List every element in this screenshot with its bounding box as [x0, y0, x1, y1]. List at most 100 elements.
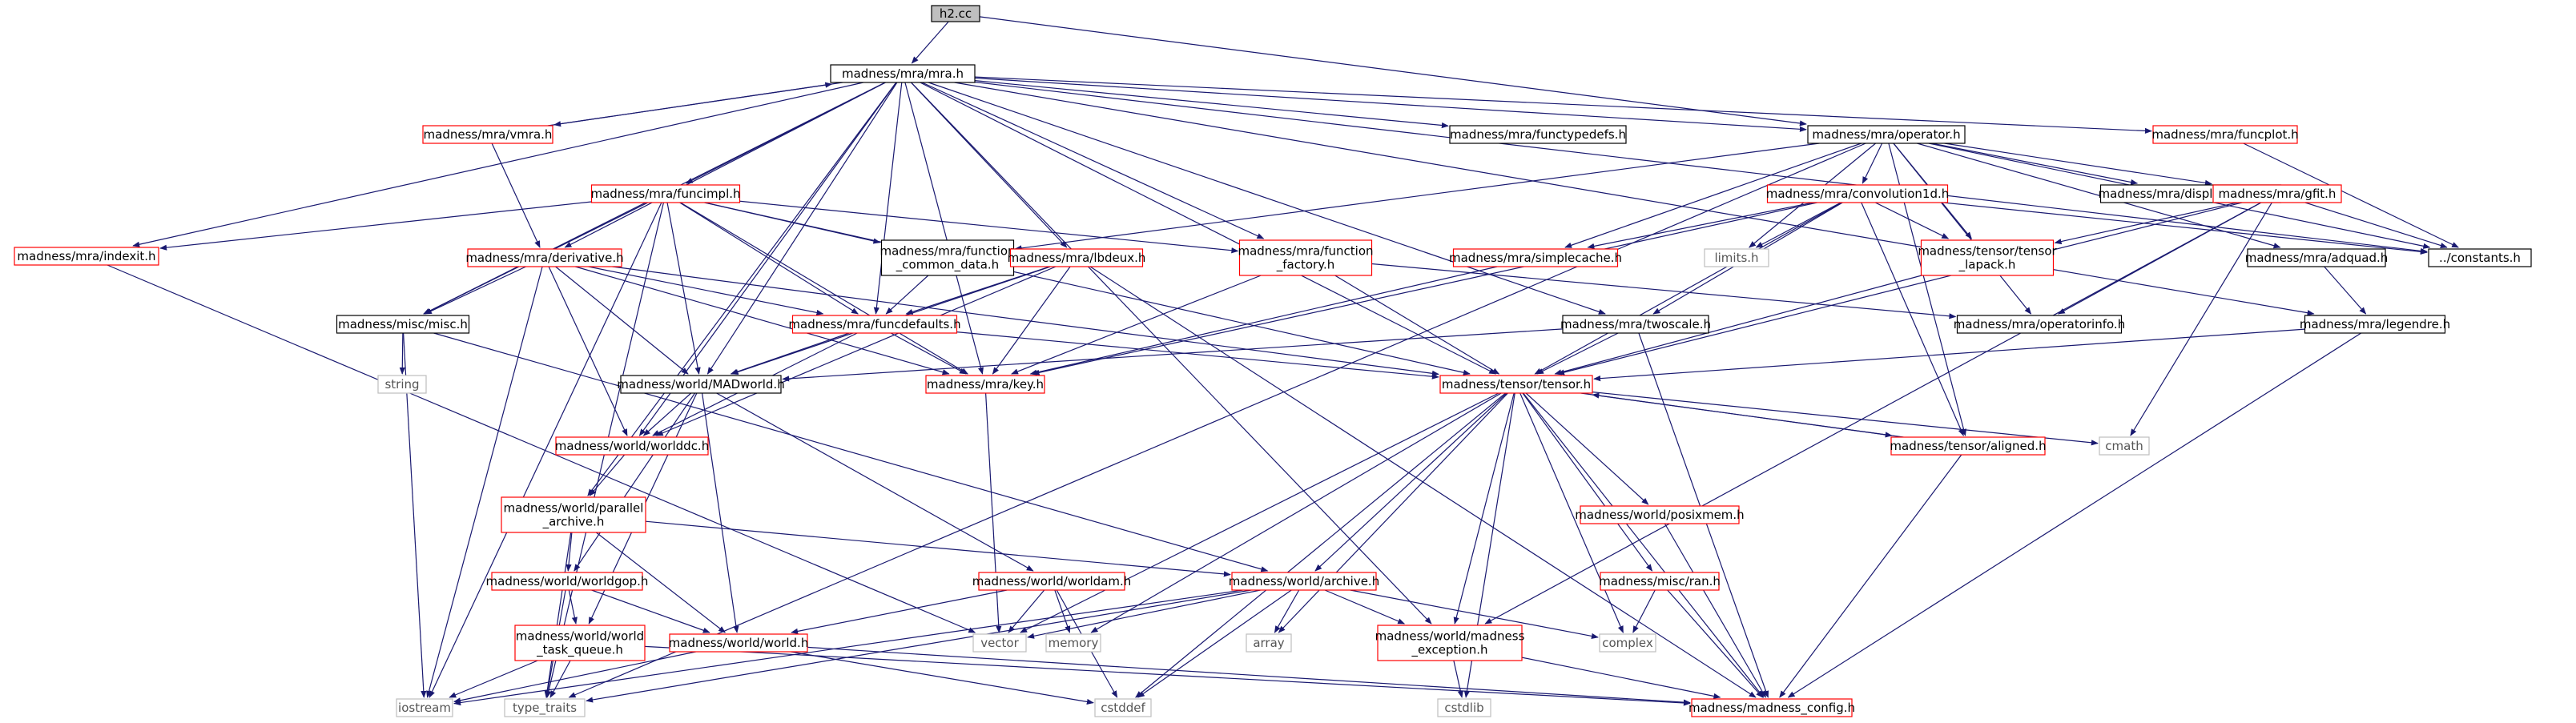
edge-indexit-to-vector [107, 264, 976, 633]
node-label-complex: complex [1602, 636, 1653, 650]
node-twoscale[interactable]: madness/mra/twoscale.h [1560, 315, 1711, 334]
node-gfit[interactable]: madness/mra/gfit.h [2212, 184, 2342, 203]
node-derivative[interactable]: madness/mra/derivative.h [465, 248, 624, 267]
node-misc[interactable]: madness/misc/misc.h [336, 315, 470, 334]
edge-wtq-to-mconfig [644, 645, 1691, 706]
node-box-madworld [620, 375, 782, 394]
node-box-ran [1600, 572, 1720, 591]
node-convolution[interactable]: madness/mra/convolution1d.h [1766, 184, 1950, 203]
node-label-wtq: madness/world/world_task_queue.h [516, 629, 644, 658]
edge-funcdefaults-to-tensor [956, 331, 1439, 380]
edge-derivative-to-key [575, 266, 950, 376]
node-label-cstdlib: cstdlib [1444, 701, 1483, 715]
node-tlapack[interactable]: madness/tensor/tensor_lapack.h [1918, 239, 2058, 276]
edge-archive-to-iostream [453, 589, 1243, 706]
edge-aligned-to-mconfig [1779, 454, 1962, 698]
node-box-operator [1807, 125, 1966, 144]
edge-ran-to-complex [1632, 589, 1656, 633]
node-box-h2 [931, 5, 980, 22]
node-lbdeux[interactable]: madness/mra/lbdeux.h [1008, 248, 1146, 267]
node-aligned[interactable]: madness/tensor/aligned.h [1890, 436, 2047, 456]
node-cmath: cmath [2099, 436, 2150, 456]
node-mra[interactable]: madness/mra/mra.h [830, 64, 976, 83]
edge-derivative-to-misc [424, 266, 526, 315]
node-label-tlapack: madness/tensor/tensor_lapack.h [1918, 244, 2057, 273]
node-label-indexit: madness/mra/indexit.h [17, 249, 155, 263]
node-archive[interactable]: madness/world/archive.h [1229, 572, 1379, 591]
node-world[interactable]: madness/world/world.h [669, 633, 809, 653]
node-label-iostream: iostream [398, 701, 451, 715]
edge-posixmem-to-mconfig [1664, 523, 1766, 698]
edge-mra-to-constants [974, 81, 2428, 254]
node-label-convolution: madness/mra/convolution1d.h [1766, 187, 1950, 201]
node-label-functypedefs: madness/mra/functypedefs.h [1450, 127, 1626, 142]
edge-operator-to-convolution [1862, 143, 1883, 184]
node-funcplot[interactable]: madness/mra/funcplot.h [2151, 125, 2299, 144]
node-label-tensor: madness/tensor/tensor.h [1442, 377, 1591, 392]
node-functypedefs[interactable]: madness/mra/functypedefs.h [1449, 125, 1627, 144]
node-legendre[interactable]: madness/mra/legendre.h [2300, 315, 2450, 334]
edge-legendre-to-tensor [1593, 328, 2305, 382]
edge-archive-to-cstddef [1137, 589, 1292, 698]
node-vmra[interactable]: madness/mra/vmra.h [422, 125, 553, 144]
edge-derivative-to-madworld [555, 266, 689, 375]
node-wtq[interactable]: madness/world/world_task_queue.h [514, 625, 646, 661]
node-operator[interactable]: madness/mra/operator.h [1807, 125, 1966, 144]
edge-misc-to-archive [433, 332, 1269, 572]
edge-vmra-to-mra [547, 82, 833, 127]
node-box-cstddef [1094, 698, 1152, 717]
edge-convolution-to-tensor [1534, 202, 1842, 375]
edge-twoscale-to-madworld [782, 328, 1564, 382]
node-box-gfit [2212, 184, 2342, 203]
node-box-key [925, 375, 1045, 394]
node-tensor[interactable]: madness/tensor/tensor.h [1439, 375, 1593, 394]
edge-world-to-mconfig [807, 646, 1691, 705]
node-label-funcplot: madness/mra/funcplot.h [2151, 127, 2298, 142]
edge-operator-to-gfit [1944, 143, 2212, 186]
edge-mra-to-funcdefaults [873, 82, 903, 315]
node-h2[interactable]: h2.cc [931, 5, 980, 22]
edge-archive-to-array [1274, 589, 1300, 633]
edges-layer [107, 16, 2459, 706]
edge-misc-to-iostream [403, 332, 427, 698]
node-funcimpl[interactable]: madness/mra/funcimpl.h [590, 184, 741, 203]
node-simplecache[interactable]: madness/mra/simplecache.h [1449, 248, 1622, 267]
edge-archive-to-vector [1027, 589, 1261, 639]
node-fcd[interactable]: madness/mra/function_common_data.h [879, 239, 1016, 276]
node-funcdefaults[interactable]: madness/mra/funcdefaults.h [788, 315, 961, 334]
node-adquad[interactable]: madness/mra/adquad.h [2245, 248, 2389, 267]
edge-parallel-to-world [595, 532, 726, 633]
node-mexc[interactable]: madness/world/madness_exception.h [1375, 625, 1525, 661]
node-parallel[interactable]: madness/world/parallel_archive.h [501, 496, 646, 533]
node-box-derivative [467, 248, 622, 267]
node-box-funcimpl [590, 184, 741, 203]
edge-madworld-to-worldam [716, 392, 1034, 572]
node-box-functypedefs [1449, 125, 1627, 144]
node-label-operator: madness/mra/operator.h [1812, 127, 1960, 142]
node-operatorinfo[interactable]: madness/mra/operatorinfo.h [1954, 315, 2125, 334]
node-label-mra: madness/mra/mra.h [842, 66, 964, 81]
edge-tensor-to-mconfig [1523, 392, 1765, 698]
node-ran[interactable]: madness/misc/ran.h [1599, 572, 1721, 591]
edge-funcdefaults-to-key [890, 332, 967, 375]
node-worlddc[interactable]: madness/world/worlddc.h [555, 436, 709, 456]
edge-mra-to-madworld [706, 82, 898, 375]
node-constants[interactable]: ../constants.h [2428, 248, 2532, 267]
edge-tensor-to-ran [1522, 392, 1653, 572]
edge-lbdeux-to-key [992, 266, 1071, 375]
edge-mra-to-tensor [920, 82, 1497, 375]
node-posixmem[interactable]: madness/world/posixmem.h [1575, 505, 1745, 524]
edge-derivative-to-funcdefaults [588, 266, 824, 315]
node-key[interactable]: madness/mra/key.h [925, 375, 1045, 394]
node-worldam[interactable]: madness/world/worldam.h [972, 572, 1131, 591]
node-ffactory[interactable]: madness/mra/function_factory.h [1238, 239, 1374, 276]
edge-operator-to-displacements [1931, 143, 2139, 185]
node-indexit[interactable]: madness/mra/indexit.h [14, 247, 159, 266]
node-mconfig[interactable]: madness/madness_config.h [1688, 698, 1855, 717]
edge-operator-to-fcd [1014, 143, 1820, 251]
edge-misc-to-string [399, 332, 405, 375]
node-madworld[interactable]: madness/world/MADworld.h [617, 375, 785, 394]
node-worldgop[interactable]: madness/world/worldgop.h [486, 572, 649, 591]
node-label-lbdeux: madness/mra/lbdeux.h [1008, 251, 1146, 265]
